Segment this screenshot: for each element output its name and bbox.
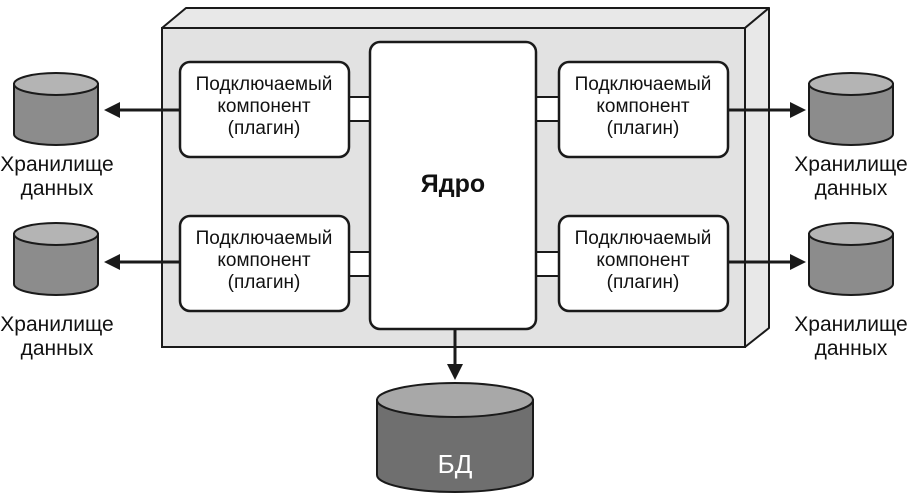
storage-cylinder-bottom-right [808,222,894,296]
arrow-bottom-left [104,254,180,270]
plugin-box-top-left [178,60,351,159]
panel-right-bevel [744,7,770,348]
plugin-box-bottom-left [178,214,351,313]
connector-bottom-right [535,251,561,277]
plugin-box-bottom-right [557,214,730,313]
plugin-box-top-right [557,60,730,159]
arrow-core-to-db [447,329,463,380]
connector-top-left [347,96,373,122]
storage-cylinder-top-right [808,72,894,146]
panel-top-bevel [161,7,770,29]
arrow-top-left [104,102,180,118]
connector-bottom-left [347,251,373,277]
storage-cylinder-bottom-left [13,222,99,296]
arrow-bottom-right [728,254,806,270]
arrow-top-right [728,102,806,118]
connector-top-right [535,96,561,122]
storage-cylinder-top-left [13,72,99,146]
database-cylinder [376,382,534,493]
core-box [368,40,538,331]
